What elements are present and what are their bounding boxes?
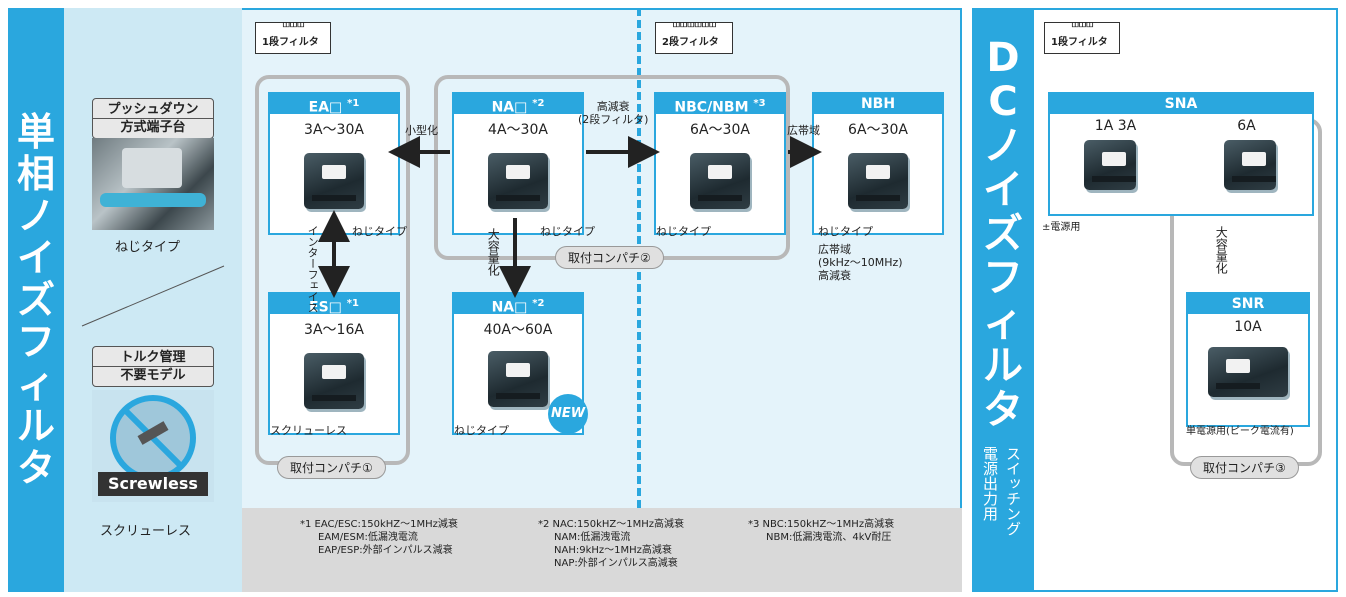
filter-photo: [1208, 347, 1288, 397]
dc-large-capacity-label: 大容量化: [1214, 226, 1229, 274]
screwless-caption: スクリューレス: [100, 524, 192, 539]
product-card-snr[interactable]: SNR 10A: [1186, 292, 1310, 427]
push-down-heading: プッシュダウン 方式端子台: [92, 98, 214, 139]
push-down-caption: ねじタイプ: [115, 240, 181, 255]
product-card-na-large[interactable]: NA□ *2 40A～60A: [452, 292, 584, 435]
footnote-2: *2 NAC:150kHZ～1MHz高減衰 NAM:低漏洩電流 NAH:9kHz…: [538, 519, 685, 569]
title-char: 相: [16, 152, 55, 196]
large-capacity-label: 大容量化: [486, 228, 501, 276]
title-char: フ: [16, 320, 55, 364]
title-char: ズ: [16, 278, 55, 322]
filter-photo: [1084, 140, 1136, 190]
new-badge: NEW: [548, 394, 588, 434]
screwless-logo: Screwless: [98, 472, 208, 496]
wideband-label: 広帯域: [787, 124, 820, 137]
screwless-badge: Screwless: [92, 390, 214, 502]
dc-one-stage-label: ꟺꟺꟺ 1段フィルタ: [1044, 20, 1120, 54]
terminal-block-photo: [92, 138, 214, 230]
snr-caption: 単電源用(ピーク電流有): [1186, 426, 1294, 437]
divider-line: [81, 265, 225, 327]
nbc-caption: ねじタイプ: [656, 225, 711, 238]
nbh-extra: 広帯域 (9kHz～10MHz) 高減衰: [818, 243, 903, 282]
title-char: ィ: [16, 362, 55, 406]
filter-photo: [488, 351, 548, 407]
title-char: ズ: [983, 211, 1023, 257]
left-title-bar: 単相ノイズフィルタ: [8, 8, 64, 592]
miniaturize-label: 小型化: [405, 124, 438, 137]
filter-photo: [304, 353, 364, 409]
filter-photo: [848, 153, 908, 209]
title-char: ィ: [983, 299, 1023, 345]
compat-pill-1: 取付コンパチ①: [277, 456, 386, 479]
title-char: ノ: [16, 194, 55, 238]
title-char: ル: [983, 343, 1023, 389]
filter-photo: [304, 153, 364, 209]
one-stage-label: ꟺꟺꟺ 1段フィルタ: [255, 20, 331, 54]
dc-subtitle: スイッチング 電源出力用: [981, 446, 1022, 536]
single-phase-title: 単相ノイズフィルタ: [8, 113, 64, 491]
footnote-1: *1 EAC/ESC:150kHZ～1MHz減衰 EAM/ESM:低漏洩電流 E…: [300, 519, 458, 556]
title-char: D: [986, 35, 1020, 81]
sna-caption: ±電源用: [1042, 222, 1081, 233]
compat-pill-3: 取付コンパチ③: [1190, 456, 1299, 479]
product-card-nbc[interactable]: NBC/NBM *3 6A～30A: [654, 92, 786, 235]
nbh-caption: ねじタイプ: [818, 225, 873, 238]
stage-divider: [637, 8, 641, 592]
footnote-3: *3 NBC:150kHZ～1MHz高減衰 NBM:低漏洩電流、4kV耐圧: [748, 519, 895, 543]
product-card-sna[interactable]: SNA 1A 3A 6A: [1048, 92, 1314, 216]
product-card-na[interactable]: NA□ *2 4A～30A: [452, 92, 584, 235]
interface-label: インターフェイス: [306, 225, 320, 313]
title-char: 単: [16, 110, 55, 154]
coil-icon: ꟺꟺꟺꟺꟺꟺ: [672, 20, 716, 30]
filter-photo: [1224, 140, 1276, 190]
title-char: ノ: [983, 123, 1023, 169]
coil-icon: ꟺꟺꟺ: [282, 20, 305, 30]
coil-icon: ꟺꟺꟺ: [1071, 20, 1094, 30]
product-card-nbh[interactable]: NBH 6A～30A: [812, 92, 944, 235]
title-char: タ: [983, 387, 1023, 433]
ea-caption: ねじタイプ: [352, 225, 407, 238]
title-char: C: [988, 79, 1018, 125]
filter-photo: [488, 153, 548, 209]
title-char: タ: [16, 446, 55, 490]
high-attenuation-label: 高減衰(2段フィルタ): [578, 100, 649, 126]
title-char: フ: [983, 255, 1023, 301]
two-stage-label: ꟺꟺꟺꟺꟺꟺ 2段フィルタ: [655, 20, 733, 54]
na-caption: ねじタイプ: [540, 225, 595, 238]
title-char: ル: [16, 404, 55, 448]
torque-heading: トルク管理 不要モデル: [92, 346, 214, 387]
na-large-caption: ねじタイプ: [454, 424, 509, 437]
compat-pill-2: 取付コンパチ②: [555, 246, 664, 269]
title-char: イ: [983, 167, 1023, 213]
footnote-area: [242, 508, 962, 592]
es-caption: スクリューレス: [270, 424, 347, 437]
title-char: イ: [16, 236, 55, 280]
filter-photo: [690, 153, 750, 209]
